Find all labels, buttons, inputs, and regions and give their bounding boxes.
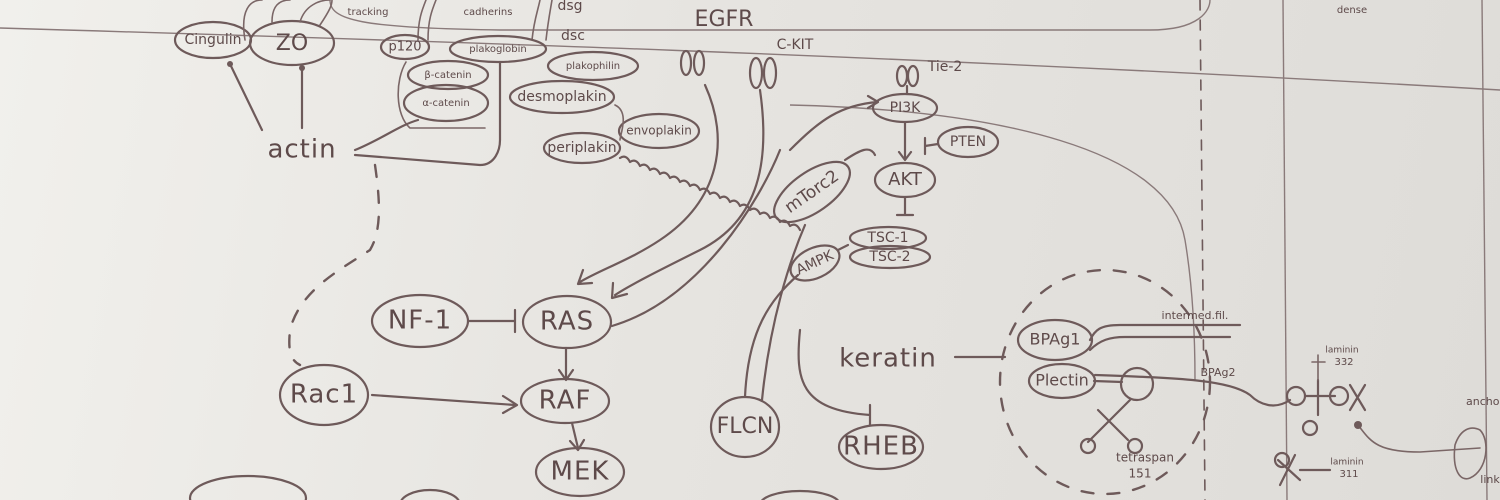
ckit-to-ras: [612, 90, 763, 298]
cadherin-strands: [418, 0, 552, 40]
laminin-base-knob: [1303, 421, 1317, 435]
tetraspan-number: 151: [1129, 467, 1152, 481]
periplakin-label: periplakin: [547, 140, 616, 156]
pten-label: PTEN: [950, 134, 986, 150]
actin-to-catenin: [355, 120, 418, 150]
egfr-label: EGFR: [695, 7, 754, 32]
p120-label: p120: [388, 40, 421, 55]
partial-node-bottom-right: [760, 491, 840, 500]
dsg-label: dsg: [557, 0, 582, 14]
keratin-label: keratin: [839, 344, 937, 374]
laminin311-number: 311: [1339, 469, 1358, 480]
link-label: link: [1480, 473, 1500, 486]
plakoglobin-label: plakoglobin: [469, 44, 527, 55]
tie2-label: Tie-2: [927, 59, 963, 75]
anchoring-fibril: [1454, 428, 1486, 479]
egfr-receptor-a: [681, 51, 691, 75]
divider-dashed-1: [1200, 0, 1205, 500]
envoplakin-label: envoplakin: [626, 124, 692, 138]
ras-to-raf: [559, 348, 573, 380]
laminin311-label: laminin: [1330, 458, 1363, 468]
actin-cingulin-dot: [227, 61, 233, 67]
partial-node-bottom-left: [190, 476, 306, 500]
actin-to-cingulin: [230, 64, 262, 130]
flcn-label: FLCN: [717, 414, 774, 439]
cadherins-label: cadherins: [464, 7, 513, 18]
anchoring-label: anchor: [1466, 395, 1500, 408]
ampk-label: AMPK: [794, 247, 837, 278]
pi3k-to-akt: [899, 122, 911, 160]
intermediate-filament-label: intermed.fil.: [1162, 309, 1229, 322]
cingulin-label: Cingulin: [185, 32, 242, 48]
nf1-label: NF-1: [388, 306, 452, 336]
zo-label: ZO: [276, 31, 308, 56]
laminin-x-mark: [1350, 385, 1365, 410]
bpag2-strand: [1095, 375, 1290, 405]
divider-line-3: [1482, 0, 1487, 500]
nf1-inhibits-ras: [468, 310, 515, 332]
laminin-lower-dot: [1354, 421, 1362, 429]
bpag1-label: BPAg1: [1030, 330, 1081, 349]
pi3k-label: PI3K: [890, 100, 921, 116]
akt-inhibits-tsc: [897, 197, 913, 215]
mtorc2-to-akt: [845, 150, 875, 160]
ckit-label: C-KIT: [777, 37, 814, 53]
upper-membrane-curve: [330, 0, 1210, 30]
plakophilin-label: plakophilin: [566, 61, 620, 72]
flcn-to-mtorc2: [762, 225, 805, 400]
ampk-to-tsc: [838, 245, 848, 250]
mtorc2-label: mTorc2: [781, 166, 843, 218]
intermediate-filament-loop: [1090, 325, 1240, 350]
raf-label: RAF: [539, 386, 592, 416]
tie2-receptor-b: [908, 66, 918, 86]
ras-to-tie2: [612, 150, 780, 326]
egfr-receptor-b: [694, 51, 704, 75]
tie2-receptor-a: [897, 66, 907, 86]
plectin-to-tetraspan: [1094, 381, 1122, 382]
actin-rac1-dashed: [289, 165, 379, 365]
ckit-receptor-a: [750, 58, 762, 88]
raf-to-mek: [570, 423, 584, 450]
tetraspan-label: tetraspan: [1116, 451, 1174, 465]
tetraspan-stalk: [1088, 400, 1130, 442]
tsc1-label: TSC-1: [866, 230, 908, 246]
akt-label: AKT: [888, 169, 923, 190]
laminin332-label: laminin: [1325, 346, 1358, 356]
tsc2-label: TSC-2: [868, 249, 910, 265]
tracking-label: tracking: [348, 7, 389, 18]
laminin-332-stalk: [1312, 355, 1325, 380]
rac1-label: Rac1: [290, 380, 358, 410]
beta-catenin-label: β-catenin: [424, 70, 471, 81]
ckit-receptor-b: [764, 58, 776, 88]
laminin-knob-a: [1287, 387, 1305, 405]
actin-zo-dot: [299, 65, 305, 71]
plectin-label: Plectin: [1035, 371, 1089, 390]
dsc-label: dsc: [561, 28, 585, 44]
right-cell-membrane: [790, 105, 1195, 380]
desmoplakin-label: desmoplakin: [517, 89, 606, 105]
ras-label: RAS: [540, 307, 594, 337]
tetraspan-head: [1121, 368, 1153, 400]
rac1-to-raf: [372, 395, 517, 413]
partial-node-bottom-center: [400, 490, 460, 500]
receptor-to-pi3k: [790, 96, 878, 150]
laminin332-number: 332: [1334, 357, 1353, 368]
actin-label: actin: [267, 135, 336, 165]
laminin-lower-link: [1358, 425, 1480, 452]
alpha-catenin-label: α-catenin: [422, 98, 469, 109]
laminin-311-cross: [1278, 455, 1330, 485]
rheb-label: RHEB: [843, 432, 919, 462]
pten-inhibits: [925, 138, 938, 154]
mek-label: MEK: [551, 457, 610, 487]
divider-line-2: [1283, 0, 1287, 500]
dense-label: dense: [1337, 5, 1367, 16]
bpag2-label: BPAg2: [1201, 366, 1236, 379]
